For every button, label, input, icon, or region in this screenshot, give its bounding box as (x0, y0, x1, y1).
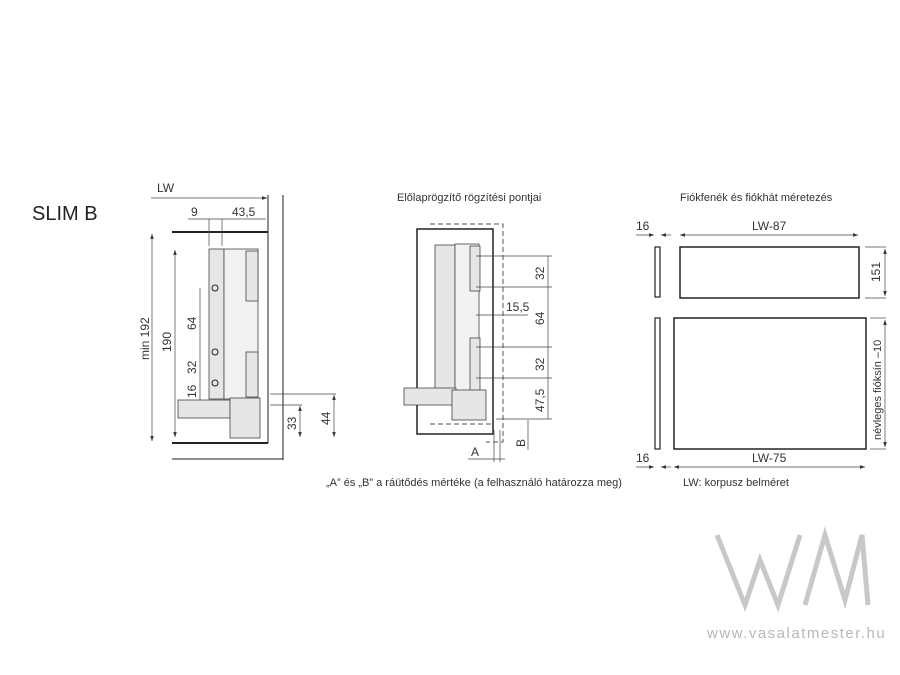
panel-sizes-title: Fiókfenék és fiókhát méretezés (680, 192, 833, 204)
dim-lw75: LW-75 (752, 451, 787, 465)
dim-151: 151 (869, 262, 883, 282)
drawer-back-side (654, 246, 661, 298)
dim-16: 16 (185, 384, 199, 398)
runner-profile (451, 389, 487, 421)
dim-44: 44 (319, 411, 333, 425)
front-fixing-caption: „A” és „B” a ráütődés mértéke (a felhasz… (326, 477, 622, 489)
hole (211, 284, 219, 292)
front-fixing-drawing: Előlaprögzítő rögzítési pontjai 32 64 32… (326, 192, 622, 489)
drawer-side-panel (208, 248, 225, 400)
hole (211, 379, 219, 387)
drawer-bottom-side (654, 317, 661, 450)
dim-47-5: 47,5 (533, 388, 547, 412)
hole (211, 348, 219, 356)
dim-rail: névleges fióksín –10 (872, 340, 884, 440)
dim-16-bottom: 16 (636, 451, 650, 465)
front-fixing-bracket (245, 250, 259, 302)
front-fixing-title: Előlaprögzítő rögzítési pontjai (397, 192, 541, 204)
product-title: SLIM B (32, 203, 98, 225)
front-panel (416, 228, 494, 435)
drawer-side-panel (434, 244, 456, 396)
watermark-logo: www.vasalatmester.hu (706, 526, 886, 642)
panel-sizes-note: LW: korpusz belméret (683, 477, 789, 489)
adjuster (245, 351, 259, 398)
front-fixing-bracket (469, 245, 481, 292)
dim-32a: 32 (533, 266, 547, 280)
label-a: A (471, 445, 479, 459)
label-b: B (514, 439, 528, 447)
dim-32b: 32 (533, 357, 547, 371)
dim-min192: min 192 (138, 317, 152, 360)
dim-9: 9 (191, 205, 198, 219)
dim-32: 32 (185, 360, 199, 374)
dim-190: 190 (160, 332, 174, 352)
dim-lw87: LW-87 (752, 219, 787, 233)
dim-33: 33 (285, 416, 299, 430)
dim-43-5: 43,5 (232, 205, 256, 219)
drawer-bottom (403, 387, 457, 406)
drawer-bottom (177, 399, 231, 419)
dim-64: 64 (533, 311, 547, 325)
dim-15-5: 15,5 (506, 300, 530, 314)
panel-sizes-drawing: Fiókfenék és fiókhát méretezés 16 LW-87 … (636, 192, 887, 489)
lw-label: LW (157, 181, 175, 195)
door-outline-dashed (430, 223, 504, 443)
vm-logo-icon (714, 534, 803, 613)
vm-logo-icon (802, 526, 871, 610)
watermark-url: www.vasalatmester.hu (706, 625, 886, 642)
drawer-back-panel (679, 246, 860, 299)
dim-16-top: 16 (636, 219, 650, 233)
dim-64: 64 (185, 316, 199, 330)
runner-profile (229, 397, 261, 439)
drawer-bottom-panel (673, 317, 867, 450)
side-view-drawing: LW 9 43,5 min 192 190 64 32 16 33 44 (138, 181, 336, 460)
adjuster (469, 337, 481, 394)
